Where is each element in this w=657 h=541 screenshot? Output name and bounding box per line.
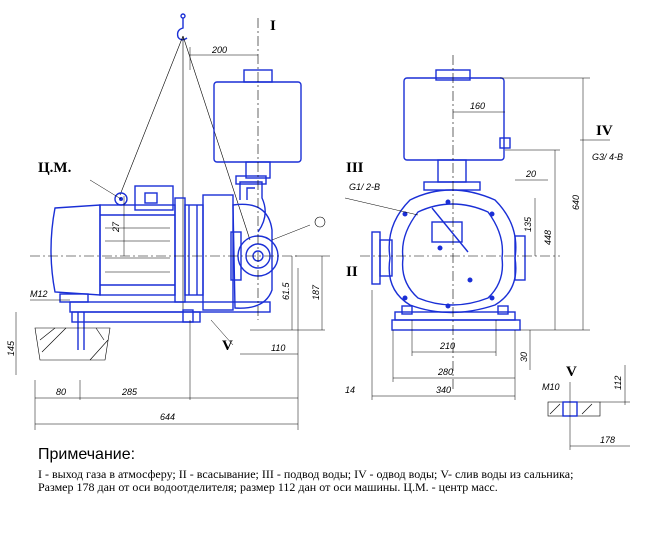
dim-340: 340	[436, 385, 451, 395]
label-detail-V: V	[566, 364, 577, 380]
dim-27: 27	[111, 221, 121, 233]
dim-30: 30	[519, 352, 529, 362]
notes-title: Примечание:	[38, 446, 136, 463]
dim-112: 112	[613, 376, 623, 390]
notes-legend: I - выход газа в атмосферу; II - всасыва…	[38, 467, 574, 481]
thread-g12: G1/ 2-B	[349, 182, 380, 192]
dim-280: 280	[437, 367, 453, 377]
front-base	[394, 311, 516, 321]
dim-135: 135	[523, 216, 533, 232]
dim-14: 14	[345, 385, 355, 395]
thread-m10: M10	[542, 382, 560, 392]
center-of-mass-marker	[114, 192, 128, 206]
label-suction-II: II	[346, 264, 358, 280]
dim-110: 110	[271, 343, 285, 353]
electric-motor	[50, 185, 204, 303]
foundation-section	[34, 327, 111, 361]
dim-80: 80	[56, 387, 66, 397]
lifting-hook	[176, 13, 188, 41]
dim-644: 644	[160, 412, 175, 422]
front-pump-body	[371, 189, 526, 314]
notes-block: Примечание: I - выход газа в атмосферу; …	[38, 446, 638, 494]
dim-187: 187	[311, 284, 321, 300]
base-frame	[59, 293, 271, 350]
label-water-inlet-III: III	[346, 160, 364, 176]
label-center-of-mass: Ц.М.	[38, 160, 72, 176]
dim-210: 210	[439, 341, 455, 351]
pump-casing	[202, 175, 279, 311]
notes-dimensions: Размер 178 дан от оси водоотделителя; ра…	[38, 480, 498, 494]
dim-448: 448	[543, 230, 553, 245]
dim-285: 285	[121, 387, 138, 397]
detail-v	[547, 365, 630, 450]
dim-20: 20	[525, 169, 536, 179]
dim-160: 160	[470, 101, 485, 111]
label-outlet-I: I	[270, 18, 276, 34]
dim-640: 640	[571, 195, 581, 210]
front-view	[344, 55, 610, 400]
label-water-outlet-IV: IV	[596, 123, 613, 139]
dim-178: 178	[600, 435, 615, 445]
thread-m12: M12	[30, 289, 48, 299]
thread-g34: G3/ 4-B	[592, 152, 623, 162]
side-view	[15, 13, 330, 430]
dim-145: 145	[6, 340, 16, 356]
dim-200: 200	[211, 45, 227, 55]
label-drain-V-left: V	[222, 338, 233, 354]
dim-61-5: 61.5	[281, 281, 291, 300]
water-separator	[213, 69, 302, 179]
